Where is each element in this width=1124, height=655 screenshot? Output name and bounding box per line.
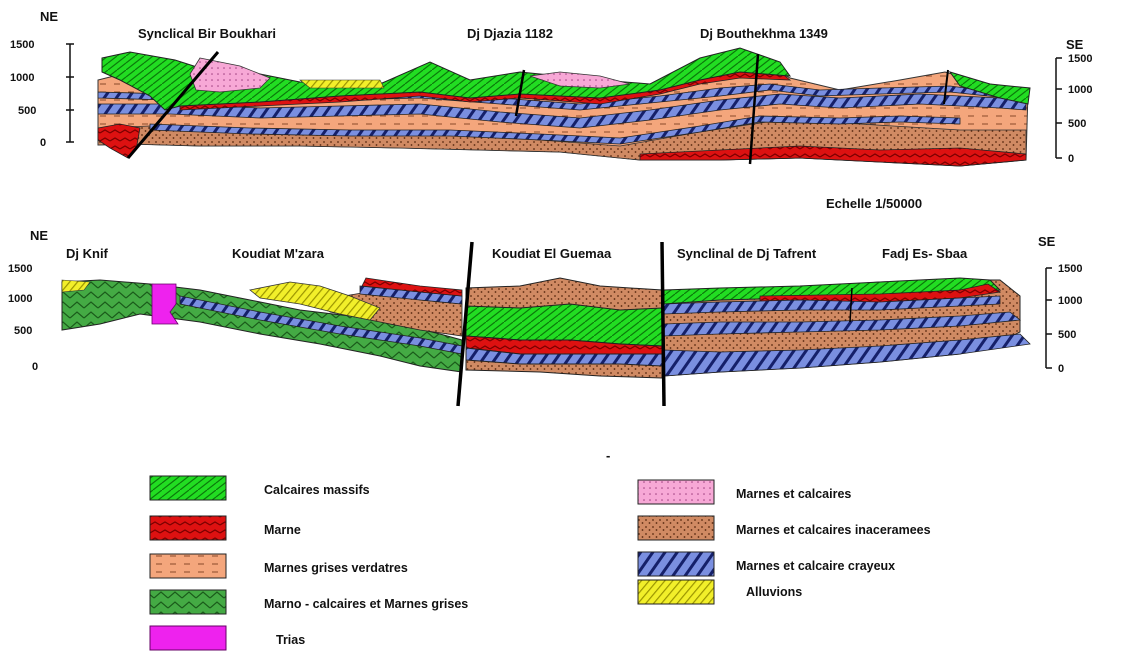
section2-right-tick-2: 500	[1058, 329, 1076, 341]
legend-item-marnes-calcaire-crayeux: Marnes et calcaire crayeux	[638, 552, 895, 576]
section1-right-tick-2: 500	[1068, 118, 1086, 130]
section2-se-label: SE	[1038, 234, 1056, 249]
section2-ne-label: NE	[30, 228, 48, 243]
section1-right-axis: 1500 1000 500 0	[1056, 53, 1092, 165]
s2-fault-2	[662, 242, 664, 406]
svg-text:Marne: Marne	[264, 523, 301, 537]
section1-right-tick-1: 1000	[1068, 84, 1092, 96]
legend-item-marne: Marne	[150, 516, 301, 540]
section1-left-tick-1: 1000	[10, 72, 34, 84]
section2-strata	[62, 242, 1030, 406]
svg-text:Marnes et calcaires inaceramee: Marnes et calcaires inaceramees	[736, 523, 931, 537]
svg-text:Calcaires massifs: Calcaires massifs	[264, 483, 370, 497]
section1-right-tick-0: 1500	[1068, 53, 1092, 65]
section2-right-axis: 1500 1000 500 0	[1046, 263, 1082, 375]
section1-label-bouthekhma: Dj Bouthekhma 1349	[700, 26, 828, 41]
legend-item-marnes-et-calcaires: Marnes et calcaires	[638, 480, 851, 504]
section1-left-axis: 1500 1000 500 0	[10, 39, 74, 149]
stray-mark: -	[606, 448, 610, 463]
cross-section-2: NE SE 1500 1000 500 0 1500 1000 500 0 Dj…	[8, 228, 1082, 406]
section2-left-tick-1: 1000	[8, 293, 32, 305]
section1-se-label: SE	[1066, 37, 1084, 52]
svg-text:Marnes et calcaires: Marnes et calcaires	[736, 487, 851, 501]
section2-left-tick-3: 0	[32, 361, 38, 373]
cross-section-1: NE SE 1500 1000 500 0 1500 1000 500 0 Sy…	[10, 9, 1092, 166]
legend-item-marnes-calcaires-inaceramees: Marnes et calcaires inaceramees	[638, 516, 931, 540]
section1-strata	[98, 48, 1030, 166]
section1-left-tick-0: 1500	[10, 39, 34, 51]
section2-left-tick-0: 1500	[8, 263, 32, 275]
svg-text:Alluvions: Alluvions	[746, 585, 802, 599]
section2-right-tick-1: 1000	[1058, 295, 1082, 307]
svg-text:Trias: Trias	[276, 633, 305, 647]
section2-label-koudiat-el-guemaa: Koudiat El Guemaa	[492, 246, 612, 261]
section2-label-synclinal-tafrent: Synclinal de Dj Tafrent	[677, 246, 817, 261]
section2-right-tick-3: 0	[1058, 363, 1064, 375]
section1-label-bir-boukhari: Synclical Bir Boukhari	[138, 26, 276, 41]
section2-left-axis: 1500 1000 500 0	[8, 263, 38, 373]
section2-label-koudiat-mzara: Koudiat M'zara	[232, 246, 325, 261]
section1-left-tick-3: 0	[40, 137, 46, 149]
svg-text:Marnes et calcaire crayeux: Marnes et calcaire crayeux	[736, 559, 895, 573]
legend-item-marno-calcaires: Marno - calcaires et Marnes grises	[150, 590, 468, 614]
section2-label-dj-knif: Dj Knif	[66, 246, 109, 261]
section1-right-tick-3: 0	[1068, 153, 1074, 165]
s1-alluvions	[300, 80, 384, 88]
s2-trias	[152, 284, 178, 324]
legend-item-marnes-grises-verdatres: Marnes grises verdatres	[150, 554, 408, 578]
section1-label-djazia: Dj Djazia 1182	[467, 26, 553, 41]
section2-label-fadj-es-sbaa: Fadj Es- Sbaa	[882, 246, 968, 261]
legend-item-alluvions: Alluvions	[638, 580, 802, 604]
legend-item-trias: Trias	[150, 626, 305, 650]
s1-pink-left	[190, 58, 270, 92]
svg-text:Marno - calcaires et Marnes gr: Marno - calcaires et Marnes grises	[264, 597, 468, 611]
scale-label: Echelle 1/50000	[826, 196, 922, 211]
section2-left-tick-2: 500	[14, 325, 32, 337]
section1-left-tick-2: 500	[18, 105, 36, 117]
svg-text:Marnes grises verdatres: Marnes grises verdatres	[264, 561, 408, 575]
section1-ne-label: NE	[40, 9, 58, 24]
section2-right-tick-0: 1500	[1058, 263, 1082, 275]
legend: Calcaires massifs Marne Marnes grises ve…	[150, 476, 931, 650]
legend-item-calcaires-massifs: Calcaires massifs	[150, 476, 370, 500]
